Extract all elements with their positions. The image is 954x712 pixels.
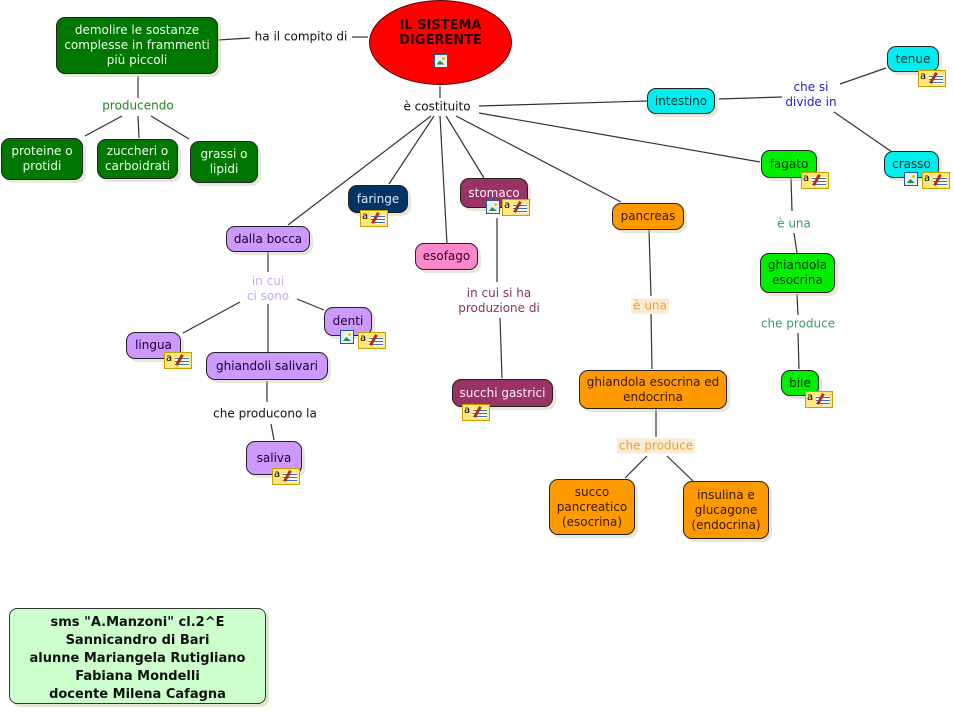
concept-insulina-glucagone[interactable]: insulina e glucagone (endocrina) — [683, 481, 769, 539]
concept-denti[interactable]: denti — [324, 307, 372, 336]
note-icon[interactable]: a — [801, 172, 829, 189]
concept-label: saliva — [256, 450, 292, 465]
concept-label: dalla bocca — [233, 231, 303, 246]
concept-label: bile — [789, 375, 811, 390]
concept-label: tenue — [895, 51, 931, 66]
credits-line: Fabiana Mondelli — [75, 669, 200, 684]
concept-label: succo pancreatico (esocrina) — [556, 484, 628, 529]
note-icon[interactable]: a — [805, 391, 833, 408]
concept-intestino[interactable]: intestino — [647, 88, 715, 114]
note-icon[interactable]: a — [358, 332, 386, 349]
note-icon[interactable]: a — [360, 210, 388, 227]
link-ha-il-compito-di: ha il compito di — [252, 29, 350, 45]
concept-label: lingua — [135, 338, 172, 352]
note-icon[interactable]: a — [502, 199, 530, 216]
link-in-cui-ci-sono: in cui ci sono — [244, 274, 292, 304]
main-concept-title: IL SISTEMA DIGERENTE — [399, 17, 482, 48]
note-icon[interactable]: a — [272, 468, 300, 485]
concept-dalla-bocca[interactable]: dalla bocca — [226, 226, 310, 252]
link-e-una-fegato: è una — [775, 216, 813, 232]
concept-label: succhi gastrici — [459, 385, 546, 400]
concept-demolire[interactable]: demolire le sostanze complesse in framme… — [56, 17, 218, 74]
concept-pancreas[interactable]: pancreas — [612, 203, 684, 230]
note-icon[interactable]: a — [164, 352, 192, 369]
concept-lingua[interactable]: lingua — [126, 332, 181, 359]
concept-esofago[interactable]: esofago — [415, 243, 478, 270]
concept-ghiandola-esocrina[interactable]: ghiandola esocrina — [760, 253, 835, 293]
link-che-si-divide-in: che si divide in — [783, 80, 839, 110]
credits-box[interactable]: sms "A.Manzoni" cl.2^E Sannicandro di Ba… — [9, 608, 266, 704]
concept-succhi-gastrici[interactable]: succhi gastrici — [452, 379, 553, 407]
concept-ghiandoli-salivari[interactable]: ghiandoli salivari — [206, 352, 328, 380]
concept-label: pancreas — [620, 209, 676, 223]
link-e-costituito: è costituito — [401, 99, 473, 115]
concept-label: ghiandola esocrina — [767, 258, 828, 287]
concept-bile[interactable]: bile — [781, 370, 819, 396]
credits-line: docente Milena Cafagna — [49, 687, 226, 702]
concept-fagato[interactable]: fagato — [761, 150, 817, 178]
concept-label: ghiandoli salivari — [216, 358, 318, 373]
concept-grassi[interactable]: grassi o lipidi — [190, 141, 258, 183]
concept-label: crasso — [892, 157, 931, 171]
concept-proteine[interactable]: proteine o protidi — [1, 138, 83, 180]
note-icon[interactable]: a — [918, 70, 946, 87]
note-icon[interactable]: a — [462, 404, 490, 421]
concept-label: insulina e glucagone (endocrina) — [691, 487, 761, 532]
concept-label: intestino — [654, 93, 708, 108]
note-icon[interactable]: a — [922, 172, 950, 189]
image-icon[interactable] — [486, 200, 500, 214]
concept-label: faringe — [356, 191, 400, 206]
concept-label: esofago — [422, 249, 471, 263]
concept-label: proteine o protidi — [11, 144, 73, 173]
concept-tenue[interactable]: tenue — [887, 46, 939, 72]
credits-line: sms "A.Manzoni" cl.2^E — [50, 615, 225, 630]
link-che-producono-la: che producono la — [211, 406, 319, 422]
concept-label: zuccheri o carboidrati — [104, 144, 171, 173]
link-producendo: producendo — [100, 98, 176, 114]
concept-ghiandola-esocrina-endocrina[interactable]: ghiandola esocrina ed endocrina — [579, 370, 727, 409]
concept-faringe[interactable]: faringe — [348, 185, 408, 213]
concept-label: demolire le sostanze complesse in framme… — [64, 23, 210, 67]
credits-line: Sannicandro di Bari — [65, 633, 210, 648]
concept-label: grassi o lipidi — [200, 147, 248, 176]
credits-line: alunne Mariangela Rutigliano — [29, 651, 246, 666]
concept-label: fagato — [769, 156, 809, 171]
link-e-una-pancreas: è una — [631, 298, 669, 314]
concept-label: denti — [332, 314, 364, 328]
concept-label: stomaco — [468, 185, 520, 200]
concept-label: ghiandola esocrina ed endocrina — [586, 374, 720, 404]
concept-zuccheri[interactable]: zuccheri o carboidrati — [97, 139, 178, 179]
link-che-produce-pancreas: che produce — [616, 438, 696, 454]
main-concept-sistema-digerente[interactable]: IL SISTEMA DIGERENTE — [369, 0, 512, 85]
image-icon[interactable] — [904, 172, 918, 186]
image-icon[interactable] — [340, 330, 354, 344]
concept-succo-pancreatico[interactable]: succo pancreatico (esocrina) — [549, 479, 635, 535]
link-che-produce-fegato: che produce — [758, 316, 838, 332]
link-in-cui-si-ha-produzione-di: in cui si ha produzione di — [456, 286, 542, 316]
image-icon[interactable] — [433, 53, 448, 68]
